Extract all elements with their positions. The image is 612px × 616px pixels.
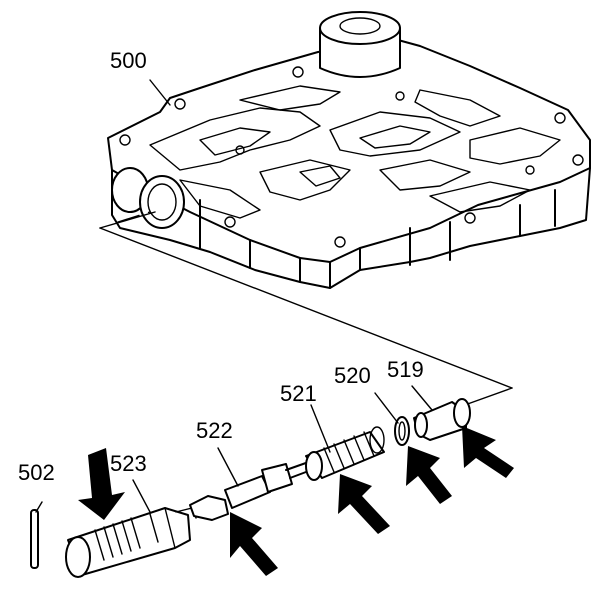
leader-lines (35, 385, 433, 513)
roll-pin (30, 509, 39, 569)
callout-519: 519 (387, 357, 424, 382)
arrow-icon-520 (406, 446, 452, 504)
callout-500: 500 (110, 48, 147, 73)
callout-521: 521 (280, 381, 317, 406)
arrow-icon-523 (78, 448, 125, 520)
valve-body (107, 11, 591, 289)
o-ring (394, 416, 410, 446)
callout-523: 523 (110, 451, 147, 476)
assembly-axis (99, 211, 513, 407)
valve (189, 457, 323, 521)
callout-522: 522 (196, 418, 233, 443)
plug (413, 398, 471, 441)
arrow-icon-522 (230, 512, 278, 576)
arrow-icon-519 (462, 426, 514, 478)
spring (305, 426, 385, 481)
arrow-icon-521 (338, 474, 390, 534)
callout-520: 520 (334, 363, 371, 388)
callout-502: 502 (18, 460, 55, 485)
sleeve (65, 507, 197, 578)
leader-500 (149, 79, 171, 106)
